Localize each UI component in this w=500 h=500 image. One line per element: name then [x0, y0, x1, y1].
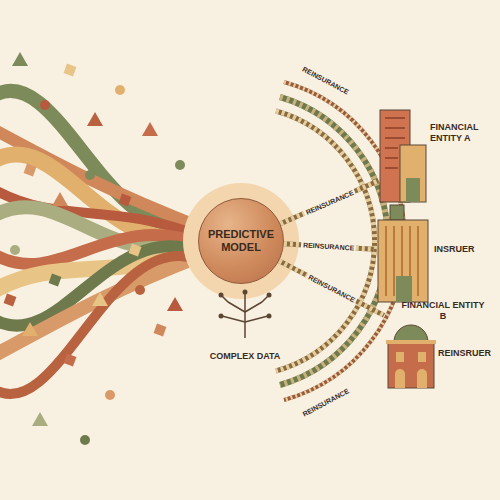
data-shape — [105, 390, 115, 400]
data-shape — [64, 64, 77, 77]
data-shape — [64, 354, 77, 367]
data-shape — [115, 85, 125, 95]
node-label: FINANCIAL ENTITY B — [398, 300, 488, 322]
rope-connector — [280, 181, 378, 224]
insurer-building — [378, 205, 428, 302]
data-shape — [12, 52, 28, 66]
data-shape — [142, 122, 158, 136]
data-shape — [154, 324, 167, 337]
node-sublabel: REINSRUER — [438, 348, 492, 359]
data-shape — [22, 322, 38, 336]
building-node: FINANCIAL ENTITY A — [378, 108, 492, 204]
domed-building — [386, 325, 436, 388]
building-node: FINANCIAL ENTITY B REINSRUER — [384, 298, 494, 390]
data-shape — [32, 412, 48, 426]
data-shape — [92, 292, 108, 306]
data-shape — [49, 274, 62, 287]
tower-building — [380, 110, 426, 202]
data-shapes — [4, 52, 185, 445]
data-shape — [40, 100, 50, 110]
data-shape — [52, 192, 68, 206]
data-shape — [24, 164, 37, 177]
data-shape — [135, 285, 145, 295]
data-band — [0, 154, 200, 237]
rope-label: REINSURANCE — [305, 272, 357, 304]
rope-label: REINSURANCE — [302, 188, 356, 217]
model-circle: PREDICTIVE MODEL — [198, 198, 284, 284]
data-shape — [10, 245, 20, 255]
data-shape — [119, 194, 132, 207]
model-glow — [183, 183, 299, 299]
data-shape — [80, 435, 90, 445]
building-node: INSRUER — [374, 202, 492, 304]
data-shape — [167, 297, 183, 311]
rope-label: REINSURANCE — [301, 241, 357, 251]
node-label: FINANCIAL ENTITY A — [430, 122, 490, 144]
data-shape — [175, 160, 185, 170]
tree-icon — [222, 293, 268, 338]
data-shape — [129, 244, 142, 257]
data-shape — [87, 112, 103, 126]
node-label: INSRUER — [434, 244, 490, 255]
data-shape — [85, 170, 95, 180]
tree-dots — [219, 290, 272, 319]
data-caption: COMPLEX DATA — [210, 351, 281, 361]
node-label: PREDICTIVE MODEL — [204, 228, 278, 254]
data-band — [0, 256, 200, 394]
data-shape — [4, 294, 17, 307]
data-band — [0, 256, 200, 355]
data-stream — [0, 91, 200, 394]
rope-connector — [279, 261, 384, 316]
